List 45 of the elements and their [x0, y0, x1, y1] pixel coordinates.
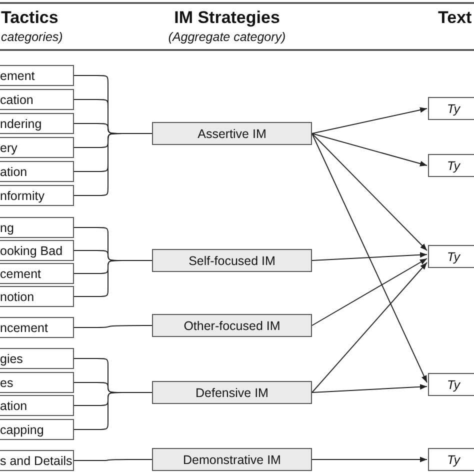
strategy-box: Demonstrative IM [152, 448, 312, 471]
strategy-box: Other-focused IM [152, 314, 312, 337]
brace-connector [74, 260, 152, 297]
column-heading: IM Strategies [174, 8, 280, 28]
strategy-box: Assertive IM [152, 122, 312, 145]
type-box: Ty [428, 448, 474, 471]
arrow [312, 107, 428, 134]
arrow [312, 262, 428, 393]
tactic-box: ement [0, 65, 74, 86]
arrow [312, 456, 428, 462]
arrow [312, 384, 428, 393]
tactic-box: capping [0, 419, 74, 440]
arrow [312, 133, 428, 383]
type-box: Ty [428, 245, 474, 268]
brace-connector [74, 133, 152, 196]
tactic-box: ndering [0, 113, 74, 134]
tactic-box: gies [0, 348, 74, 369]
column-heading: Text [438, 8, 472, 28]
arrow [312, 133, 428, 251]
strategy-box: Defensive IM [152, 381, 312, 404]
brace-connector [74, 392, 152, 430]
tactic-box: ncement [0, 317, 74, 338]
column-subheading: (Aggregate category) [168, 30, 286, 44]
arrow [312, 133, 428, 166]
brace-connector [74, 325, 152, 328]
type-box: Ty [428, 154, 474, 177]
type-box: Ty [428, 97, 474, 120]
arrow [312, 252, 428, 261]
tactic-box: ooking Bad [0, 240, 74, 261]
tactic-box: cation [0, 89, 74, 110]
column-subheading: categories) [1, 30, 63, 44]
tactic-box: s and Details [0, 450, 74, 471]
tactic-box: nformity [0, 185, 74, 206]
tactic-box: ng [0, 217, 74, 238]
tactic-box: cement [0, 263, 74, 284]
strategy-box: Self-focused IM [152, 249, 312, 272]
tactic-box: notion [0, 286, 74, 307]
tactic-box: ation [0, 395, 74, 416]
tactic-box: es [0, 372, 74, 393]
type-box: Ty [428, 373, 474, 396]
brace-connector [74, 459, 152, 461]
arrow [312, 258, 428, 326]
tactic-box: ery [0, 137, 74, 158]
column-heading: Tactics [1, 8, 58, 28]
tactic-box: ation [0, 161, 74, 182]
